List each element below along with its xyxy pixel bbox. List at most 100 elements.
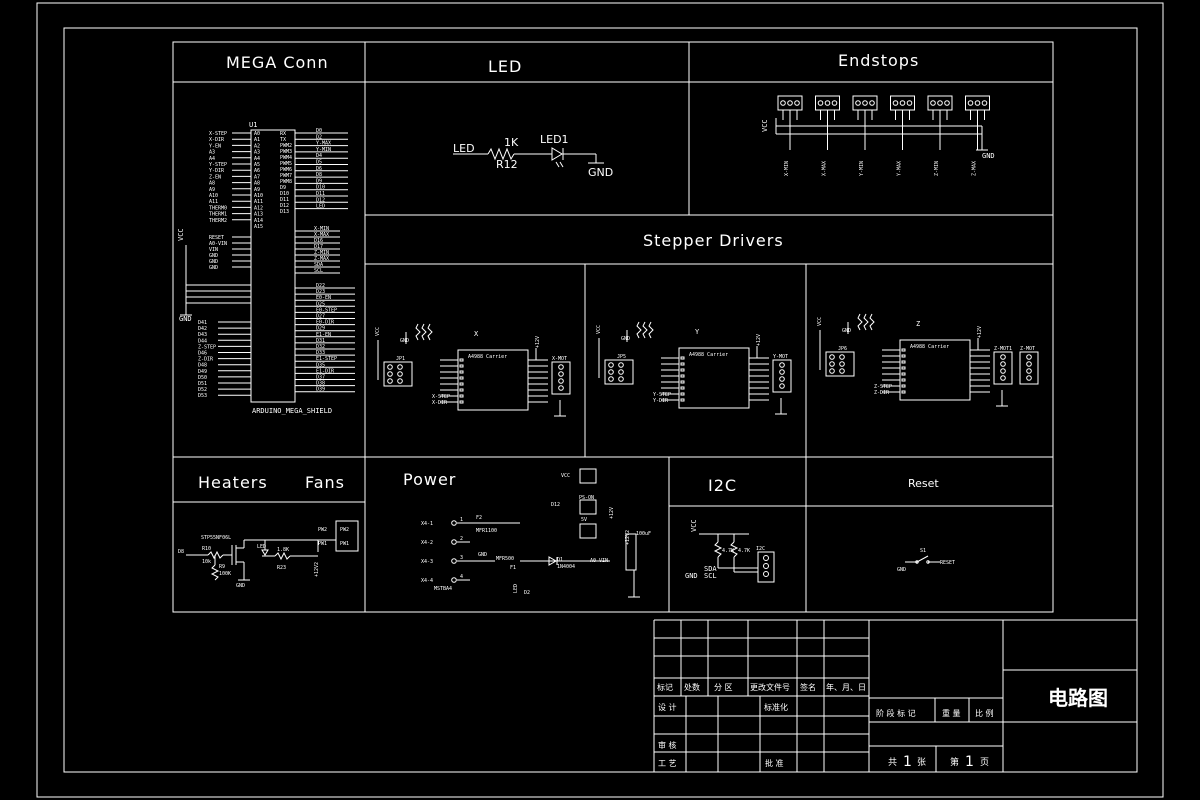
stepper-pin-mark [680,368,685,372]
mega-bottom-right-net: D37 [316,375,325,381]
title-led: LED [488,57,522,76]
stepper-resistor [415,323,421,341]
tb-total-prefix: 共 [888,757,897,768]
mega-right-net: Y-MIN [316,147,331,153]
endstop-net-label: Y-MIN [859,161,865,176]
stepper-pin-mark [680,380,685,384]
mega-left-net: X-DIR [209,137,225,143]
power-d2: D2 [524,590,530,596]
mega-bottom-right-net: D39 [316,387,325,393]
mega-right-net: D11 [316,191,325,197]
i2c-vcc: VCC [690,519,698,532]
reset-circuit: S1 RESET GND [897,548,955,573]
power-input-net: X4-1 [421,521,433,527]
mega-right-net: D4 [316,153,322,159]
power-5v-jumper [579,523,597,539]
stepper-jumper-pin [618,362,624,368]
stepper-pin-mark [901,372,906,376]
title-fans: Fans [305,473,345,492]
power-5v: 5V [581,517,587,523]
stepper-jumper-pin [397,364,403,370]
stepper-axis-label: Y [695,328,700,336]
mega-left-net: THERM1 [209,212,227,218]
power-input-number: 4 [460,574,463,580]
mega-bottom-left-net: D50 [198,375,207,381]
power-diode-symbol [548,556,558,566]
mega-bottom-left-net: D49 [198,369,207,375]
i2c-circuit: VCC 4.7K 4.7K SDA SCL GND I2C [685,519,775,583]
title-reset: Reset [908,477,939,490]
mega-right-pin: D11 [280,197,289,203]
mega-right-pin: TX [280,137,286,143]
stepper-carrier-label: A4988 Carrier [910,344,949,350]
stepper-motor-label: X-MOT [552,356,567,362]
endstop-pin [944,100,950,106]
stepper-carrier-body [457,349,529,411]
mega-left-pin: A15 [254,224,263,230]
mega-left-pin: A8 [254,181,260,187]
led-net-label: LED [453,142,475,155]
mega-left-net: Z-EN [209,174,221,180]
mega-bottom-right-net: D23 [316,289,325,295]
power-fuse2-part: MFR500 [496,556,514,562]
mega-power-net: GND [209,265,218,271]
mega-bottom-right-net: D35 [316,362,325,368]
stepper-motor-pin [1000,368,1006,374]
mega-power-net: VIN [209,247,218,253]
stepper-dir-net: Z-DIR [874,390,890,396]
power-input-number: 1 [460,517,463,523]
heaters-led: LED [257,544,266,550]
mega-vcc: VCC [177,228,185,241]
power-diode: D1 [557,557,563,563]
tb-stage: 阶 段 标 记 [876,708,916,718]
mega-bottom-right-net: E0-DIR [316,320,335,326]
stepper-vcc: VCC [375,327,381,336]
mega-right-net: D2 [316,134,322,140]
stepper-axis-label: X [474,330,479,338]
mega-right-pin: D9 [280,185,286,191]
endstops-gnd: GND [982,152,995,160]
mega-left-pin: A2 [254,143,260,149]
stepper-motor-connector [993,351,1013,385]
endstop-pin [780,100,786,106]
power-fuse1: F2 [476,515,482,521]
mega-right-net: D12 [316,197,325,203]
endstop-pin [930,100,936,106]
heaters-gnd: GND [236,583,245,589]
stepper-resistor [421,323,427,341]
heaters-r1: R10 [202,546,211,552]
mega-left-pin: A1 [254,137,260,143]
stepper-pin-mark [901,360,906,364]
stepper-carrier-body [899,339,971,401]
led-ref: LED1 [540,133,569,146]
stepper-jumper-pin [829,368,835,374]
stepper-jumper-pin [829,354,835,360]
i2c-conn-label: I2C [756,546,765,552]
stepper-motor-pin [1000,354,1006,360]
mega-right-pin: PWM7 [280,173,292,179]
mega-bottom-left-net: D51 [198,381,207,387]
endstops-vcc: VCC [761,119,769,132]
tb-process: 工 艺 [658,759,677,768]
i2c-connector [757,551,775,583]
stepper-gnd: GND [621,336,630,342]
stepper-pin-mark [459,394,464,398]
stepper-pin-mark [459,358,464,362]
mega-bottom-left-net: D52 [198,387,207,393]
mega-left-net: A11 [209,199,218,205]
heaters-circuit: STP55NF06L D8 R10 10k GND 100K R9 LED 1.… [178,520,359,589]
title-block-grid [653,619,1137,772]
stepper-jumper-pin [839,354,845,360]
stepper-jumper-pin [839,368,845,374]
mega-right-pin: D10 [280,191,289,197]
stepper-resistor [863,313,869,331]
i2c-scl: SCL [704,572,717,580]
mega-bottom-left-net: D43 [198,332,207,338]
power-capacitor [625,533,637,571]
mega-left-net: THERM2 [209,218,227,224]
stepper-pin-mark [901,390,906,394]
stepper-pin-mark [680,392,685,396]
mega-bottom-right-net: E1-DIR [316,368,335,374]
fan-pin-pw1: PW1 [340,541,349,547]
